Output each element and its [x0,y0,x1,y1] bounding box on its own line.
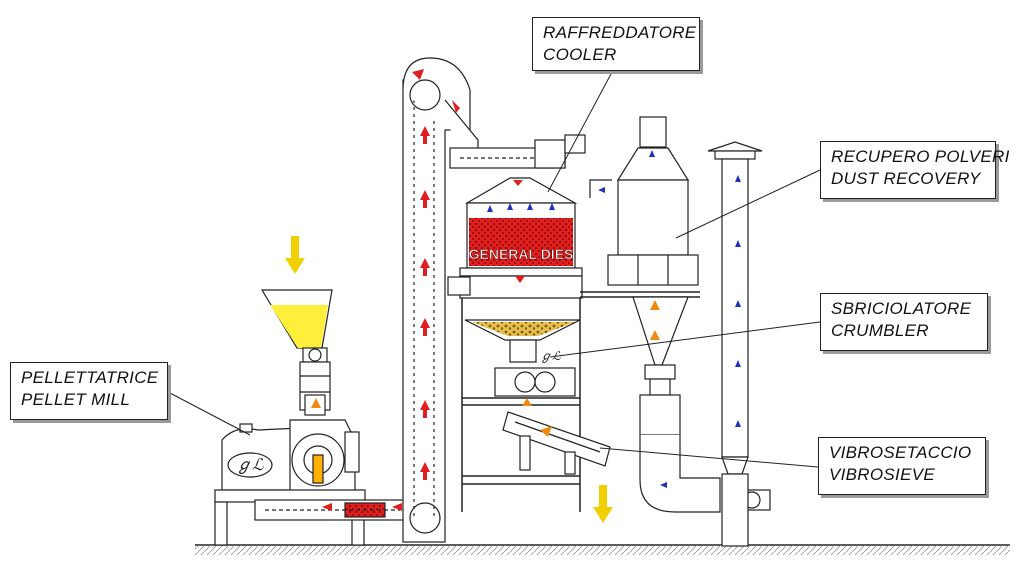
ground [195,544,1010,555]
label-pellet-mill-it: PELLETTATRICE [21,368,159,387]
bucket-elevator [402,57,479,543]
label-pellet-mill-en: PELLET MILL [21,390,131,409]
label-cooler-it: RAFFREDDATORE [543,23,697,42]
blue-arrow-icon [487,150,741,488]
cooler-material-bed [469,218,573,266]
label-pellet-mill: PELLETTATRICE PELLET MILL [10,362,168,420]
svg-text:ℊℒ: ℊℒ [236,457,264,474]
cooler-unit [447,177,583,299]
svg-text:ℊℒ: ℊℒ [540,349,561,363]
hopper-feed-material [270,305,328,348]
red-arrow-icon [322,69,525,511]
crumbler-unit: ℊℒ [464,319,581,397]
label-dust-recovery-en: DUST RECOVERY [831,169,981,188]
label-crumbler-en: CRUMBLER [831,321,929,340]
pellet-mill: ℊℒ [214,289,366,546]
top-conveyor [449,134,586,169]
vibrosieve-unit [502,411,611,475]
label-crumbler-it: SBRICIOLATORE [831,299,972,318]
label-vibrosieve: VIBROSETACCIO VIBROSIEVE [818,437,986,495]
label-crumbler: SBRICIOLATORE CRUMBLER [820,293,988,351]
support-frame [461,291,700,512]
leader-lines [167,71,821,468]
label-cooler: RAFFREDDATORE COOLER [532,17,700,71]
yellow-arrow-icon [285,236,613,523]
label-vibrosieve-en: VIBROSIEVE [829,465,935,484]
air-ducting [639,394,771,513]
label-cooler-en: COOLER [543,45,617,64]
cooler-brand-text: GENERAL DIES [469,246,574,262]
orange-arrow-icon [311,300,660,437]
dust-recovery-cyclone [589,116,699,396]
label-dust-recovery: RECUPERO POLVERI DUST RECOVERY [820,141,1010,199]
label-vibrosieve-it: VIBROSETACCIO [829,443,972,462]
exhaust-stack [707,141,763,547]
label-dust-recovery-it: RECUPERO POLVERI [831,147,1010,166]
